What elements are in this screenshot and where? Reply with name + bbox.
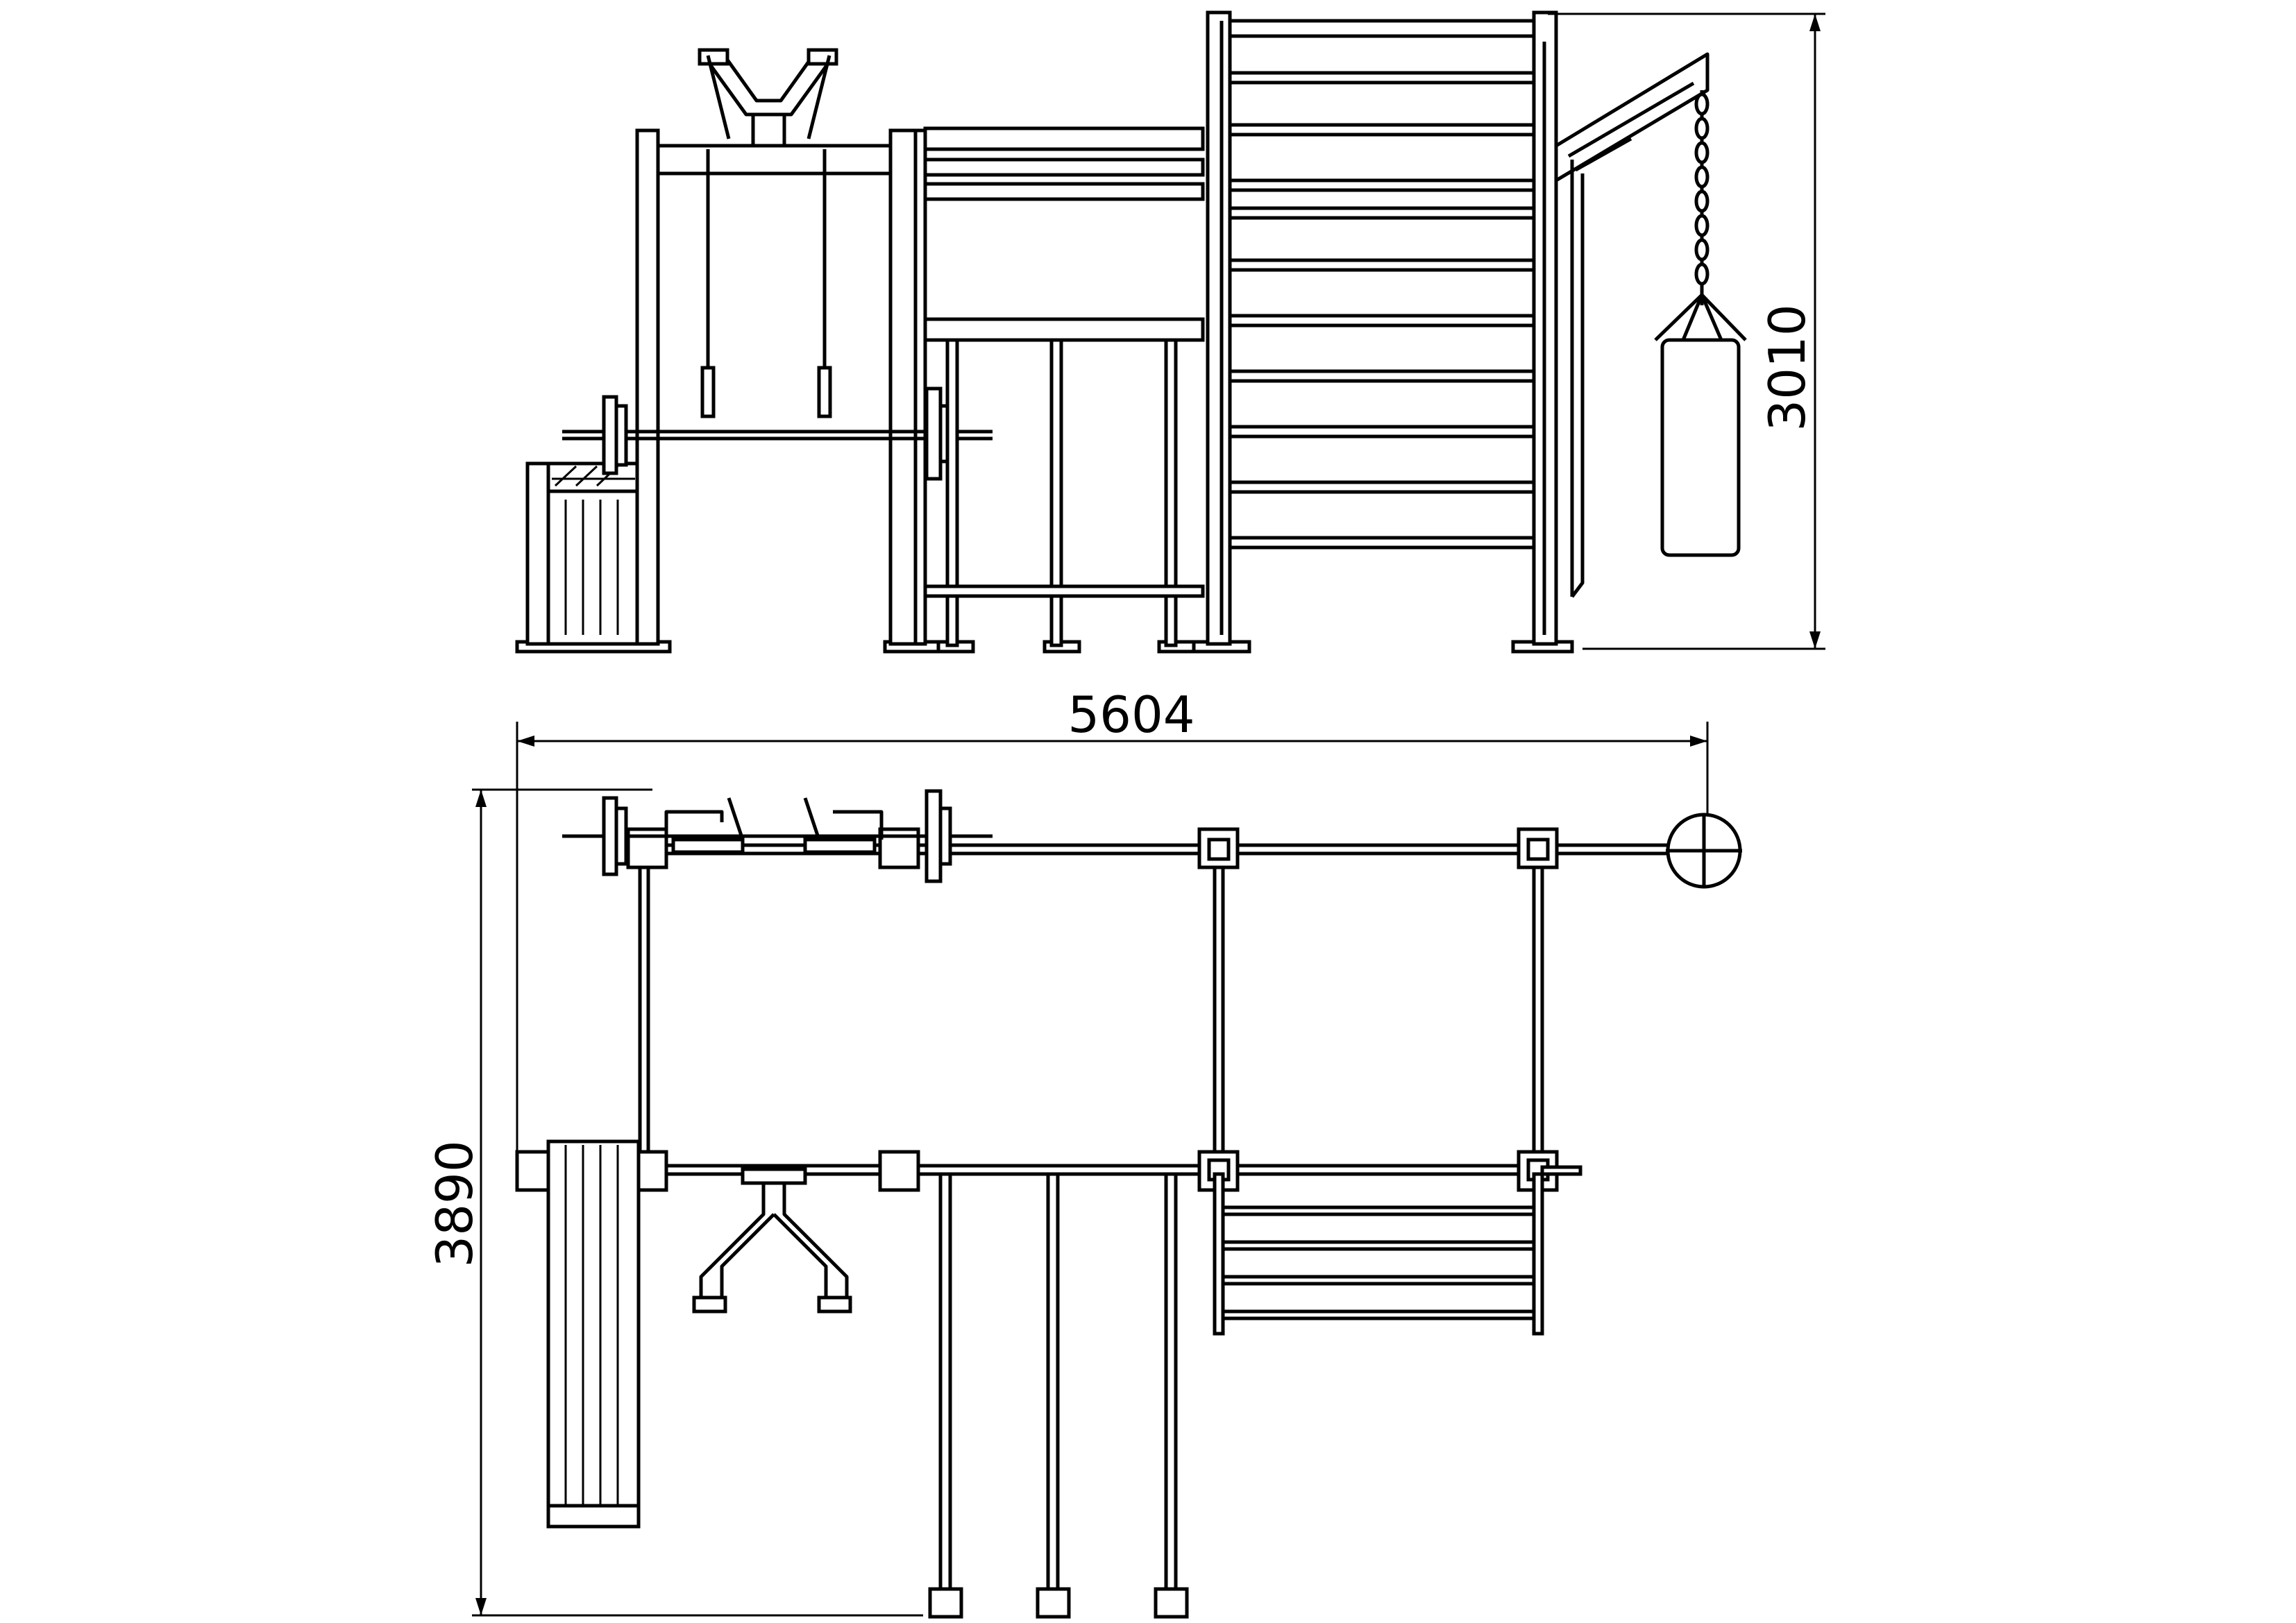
j-hooks: [664, 797, 884, 854]
y-attachment: [698, 48, 838, 148]
side-rail-mid: [1213, 851, 1225, 1168]
upright-post-3: [913, 128, 927, 646]
plan-view: [515, 789, 1742, 1619]
side-rail-left: [638, 851, 650, 1168]
ladder-plan: [1213, 1165, 1582, 1336]
chain: [1654, 90, 1747, 341]
side-rail-right: [1532, 851, 1544, 1168]
width-dimension: 5604: [516, 686, 1709, 1180]
punching-bag: [1660, 338, 1741, 557]
punching-bag-plan: [1666, 813, 1742, 889]
vertical-bars: [923, 338, 1205, 647]
weight-plate-2: [925, 386, 943, 481]
bench-stand: [525, 461, 641, 646]
upright-post-2: [888, 128, 918, 646]
barbell-plan: [562, 789, 993, 883]
bag-arm: [1554, 52, 1710, 598]
dip-bars-plan: [928, 1172, 1189, 1619]
top-crossbar: [656, 144, 893, 176]
gymnastic-rings: [700, 149, 832, 418]
depth-dimension: 3890: [425, 788, 923, 1617]
y-attachment-plan: [692, 1167, 852, 1314]
wall-ladder: [1206, 10, 1558, 646]
depth-label: 3890: [425, 1140, 484, 1267]
height-dimension: 3010: [1548, 12, 1825, 650]
base-plates: [515, 640, 1574, 654]
width-label: 5604: [1067, 686, 1195, 744]
height-label: 3010: [1758, 304, 1816, 431]
upright-post-1: [635, 128, 660, 646]
upper-frame: [923, 126, 1205, 342]
bench-plan: [546, 1139, 641, 1529]
elevation-view: [515, 10, 1747, 654]
